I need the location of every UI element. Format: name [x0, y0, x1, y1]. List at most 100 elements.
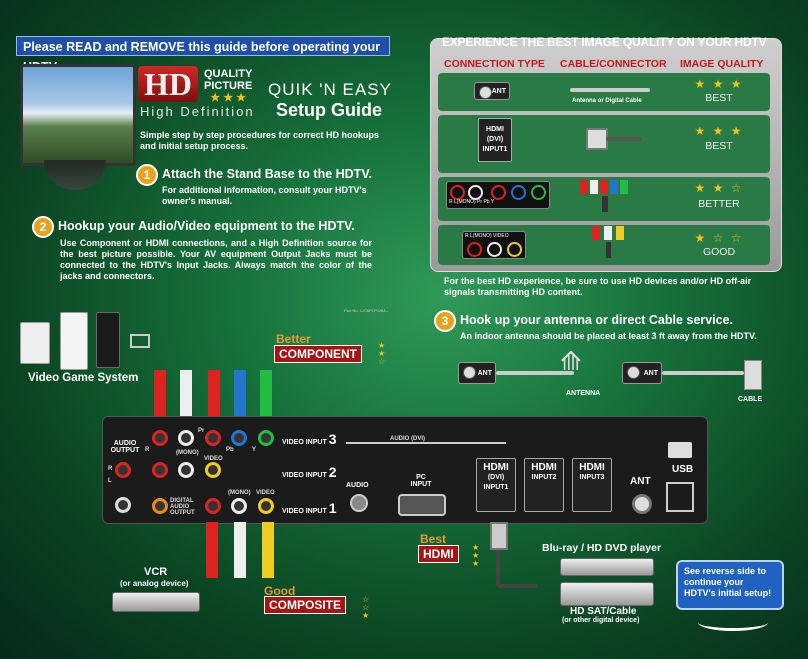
usb-stick-icon: [668, 442, 692, 458]
input3-l-jack[interactable]: [178, 430, 194, 446]
component-cable-icon: [580, 180, 640, 214]
video-label-2: VIDEO: [204, 456, 223, 462]
best-label: Best: [420, 532, 447, 546]
intro-text: Simple step by step procedures for corre…: [140, 130, 380, 151]
bluray-device-image: [560, 558, 654, 576]
video-input2-label: VIDEO INPUT 2: [282, 464, 337, 480]
input1-r-jack[interactable]: [205, 498, 221, 514]
quality-best-2: BEST: [705, 140, 733, 152]
pc-input-vga-port[interactable]: [398, 494, 446, 516]
usb-label: USB: [672, 464, 694, 475]
quality-better: BETTER: [698, 198, 740, 210]
hd-logo: HD: [138, 66, 198, 102]
input2-video-jack[interactable]: [205, 462, 221, 478]
hdmi-input1-port[interactable]: HDMI(DVI) INPUT1: [476, 458, 516, 512]
stars-best-2: ★ ★ ★: [694, 124, 744, 138]
antenna-label: ANTENNA: [566, 390, 601, 397]
audio-out-l-jack[interactable]: [115, 497, 131, 513]
input3-r-label: R: [145, 447, 150, 453]
hdmi-jack-icon: HDMI (DVI) INPUT1: [478, 118, 512, 162]
hdmi-cable-back: [496, 550, 500, 586]
input1-l-jack[interactable]: [231, 498, 247, 514]
guide-title-line2: Setup Guide: [276, 100, 383, 120]
video-game-label: Video Game System: [28, 372, 139, 384]
antenna-cable-label: Antenna or Digital Cable: [572, 98, 642, 104]
input3-y-label: Y: [252, 447, 257, 453]
step3-number: 3: [434, 310, 456, 332]
digital-audio-label: DIGITAL AUDIO OUTPUT: [170, 498, 195, 516]
step1-heading: Attach the Stand Base to the HDTV.: [162, 167, 372, 181]
input3-r-jack[interactable]: [152, 430, 168, 446]
hdmi-plug-icon: [586, 128, 608, 150]
good-label: Good: [264, 584, 296, 598]
antenna-coax-icon: [496, 371, 574, 375]
quality-good: GOOD: [702, 246, 736, 258]
audio-out-r-jack[interactable]: [115, 462, 131, 478]
game-consoles-image: [16, 312, 128, 370]
composite-jacks-icon: R L(MONO) VIDEO: [462, 231, 526, 259]
audio-dvi-line: [346, 442, 506, 444]
audio-out-l-label: L: [108, 478, 112, 484]
col-cable-connector: CABLE/CONNECTOR: [560, 58, 667, 70]
coax-cable-icon: [570, 88, 650, 92]
remove-guide-banner: Please READ and REMOVE this guide before…: [16, 36, 390, 74]
sat-device-image: [560, 582, 654, 606]
input3-pr-jack[interactable]: [205, 430, 221, 446]
guide-title-line1: QUIK 'N EASY: [268, 80, 392, 99]
digital-audio-output-jack[interactable]: [152, 498, 168, 514]
bluray-label: Blu-ray / HD DVD player: [542, 542, 662, 554]
col-image-quality: IMAGE QUALITY: [680, 58, 764, 70]
ant-port-label: ANT: [630, 476, 651, 487]
better-label: Better: [276, 332, 311, 346]
audio-dvi-label: AUDIO (DVI): [390, 436, 425, 442]
col-connection-type: CONNECTION TYPE: [444, 58, 545, 70]
composite-cable-icon: [592, 226, 632, 260]
input1-video-jack[interactable]: [258, 498, 274, 514]
step3-body: An indoor antenna should be placed at le…: [460, 331, 757, 341]
input2-l-jack[interactable]: [178, 462, 194, 478]
hdtv-image: [20, 64, 136, 166]
hdmi-cable-icon: [606, 137, 642, 141]
audio-in-jack[interactable]: [350, 494, 368, 512]
input3-pb-label: Pb: [226, 447, 234, 453]
mono-label-3: (MONO): [176, 450, 199, 456]
stars-good: ★ ☆ ☆: [694, 231, 744, 245]
vcr-device-image: [112, 592, 200, 612]
audio-out-r-label: R: [108, 466, 113, 472]
reverse-side-note: See reverse side to continue your HDTV's…: [676, 560, 784, 610]
mono-label-1: (MONO): [228, 490, 251, 496]
tv-stand-shadow: [44, 160, 106, 190]
step3-heading: Hook up your antenna or direct Cable ser…: [460, 313, 733, 327]
stars-best-1: ★ ★ ★: [694, 77, 744, 91]
input3-y-jack[interactable]: [258, 430, 274, 446]
step2-number: 2: [32, 216, 54, 238]
cable-label: CABLE: [738, 396, 763, 403]
audio-label: AUDIO: [346, 482, 369, 489]
usb-port[interactable]: [666, 482, 694, 512]
hdmi-cable-back-h: [498, 584, 538, 588]
ant-port[interactable]: [632, 494, 652, 514]
component-cables-icon: [150, 370, 280, 424]
video-input3-label: VIDEO INPUT 3: [282, 431, 337, 447]
video-input1-label: VIDEO INPUT 1: [282, 500, 337, 516]
composite-stars: ☆☆★: [362, 595, 370, 620]
component-stars: ★★☆: [378, 341, 386, 366]
stars-better: ★ ★ ☆: [694, 181, 744, 195]
step1-number: 1: [136, 164, 158, 186]
ant-jack-icon-antenna: ANT: [458, 362, 496, 384]
input2-r-jack[interactable]: [152, 462, 168, 478]
input3-pb-jack[interactable]: [231, 430, 247, 446]
input3-pr-label: Pr: [198, 428, 205, 434]
step1-body: For additional information, consult your…: [162, 185, 367, 206]
sat-sub-label: (or other digital device): [562, 617, 640, 624]
hdmi-badge: HDMI: [418, 545, 459, 563]
panel-title: EXPERIENCE THE BEST IMAGE QUALITY ON YOU…: [442, 35, 767, 49]
composite-cables-icon: [204, 522, 276, 582]
hd-subtitle: High Definition: [140, 104, 255, 119]
cable-coax-icon: [662, 371, 744, 375]
component-badge: COMPONENT: [274, 345, 362, 363]
pc-input-label: PC INPUT: [410, 474, 432, 488]
